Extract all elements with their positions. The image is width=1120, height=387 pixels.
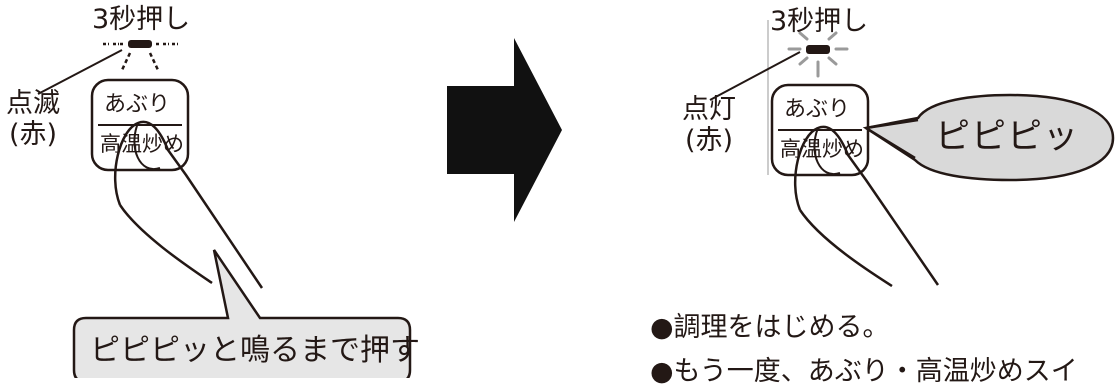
step1-button-label-bottom: 高温炒め	[100, 132, 184, 156]
step1-lamp-label: 点滅 (赤)	[6, 88, 60, 150]
step1-hold-label: 3秒押し	[92, 4, 191, 35]
step2-lamp-label: 点灯 (赤)	[682, 94, 736, 156]
step2-hold-label: 3秒押し	[770, 6, 869, 37]
diagram-graphics	[37, 20, 1115, 378]
sound-bubble-shape	[862, 93, 1115, 182]
step1-lamp-icon	[103, 40, 178, 71]
step2-lamp-state: 点灯	[682, 94, 736, 125]
step1-lamp-state: 点滅	[6, 88, 60, 119]
instruction-diagram: 3秒押し 点滅 (赤) あぶり 高温炒め ピピピッと鳴るまで押す 3秒押し 点灯…	[6, 4, 1115, 385]
step2-note-1: ●調理をはじめる。	[650, 312, 890, 343]
step1-lamp-color: (赤)	[8, 119, 58, 151]
step1-button-label-top: あぶり	[104, 92, 171, 117]
step2-button-label-top: あぶり	[784, 97, 851, 122]
next-step-arrow-icon	[447, 38, 562, 222]
step2-lamp-color: (赤)	[684, 125, 734, 157]
step2-button-label-bottom: 高温炒め	[780, 137, 864, 161]
step1-callout-text: ピピピッと鳴るまで押す	[90, 333, 420, 368]
step2-note-2: ●もう一度、あぶり・高温炒めスイ	[650, 356, 1078, 387]
step2-lamp-icon	[787, 31, 849, 78]
sound-bubble-text: ピピピッ	[935, 117, 1080, 157]
step1-callout-shape	[72, 249, 412, 378]
